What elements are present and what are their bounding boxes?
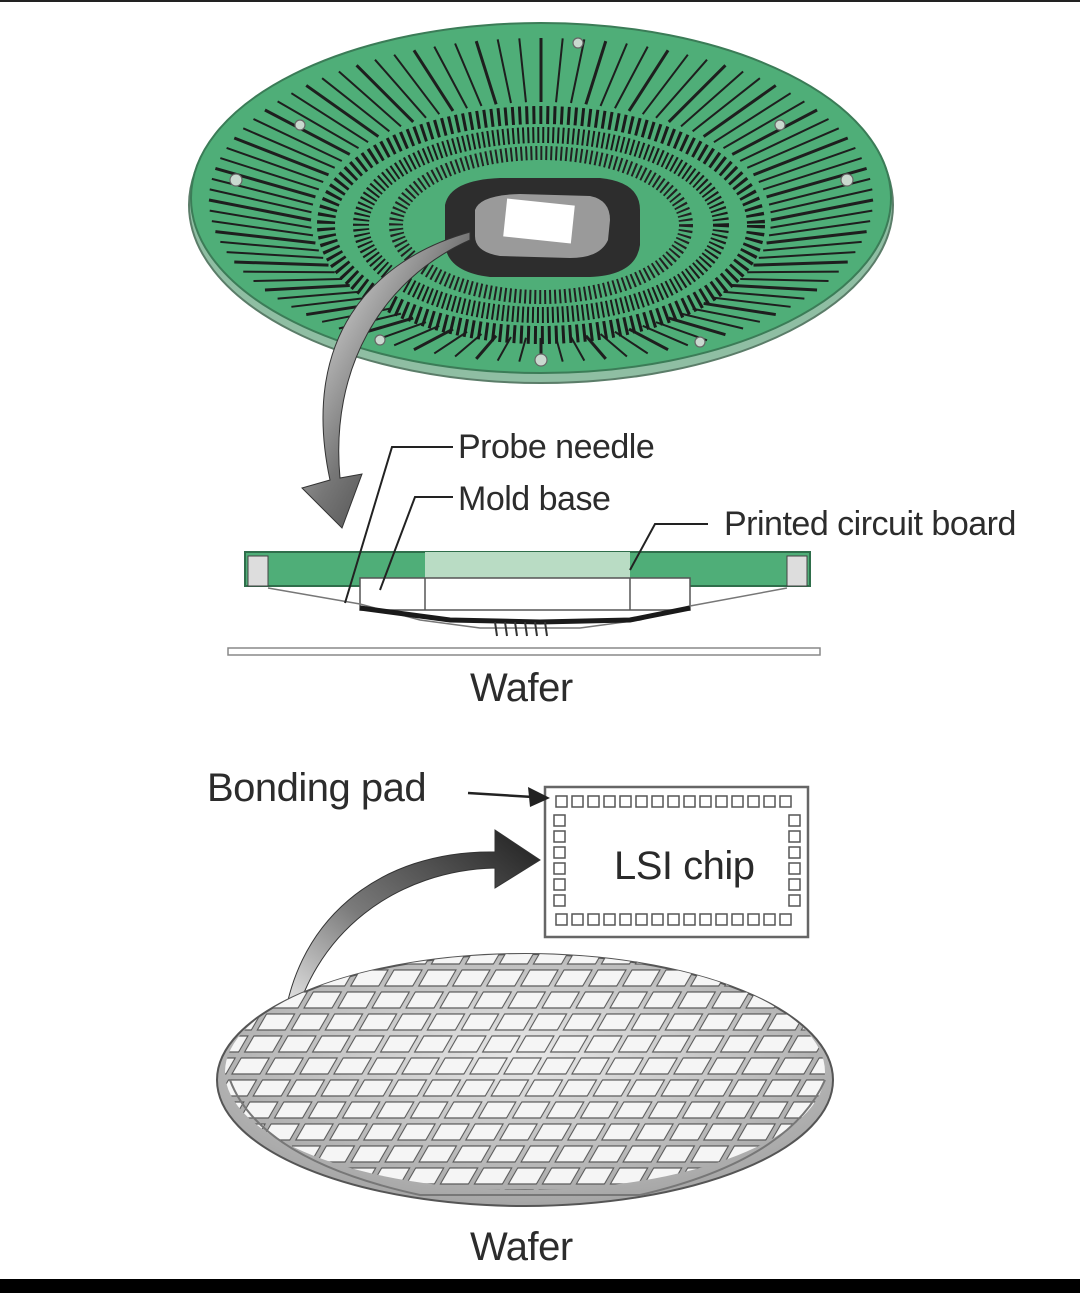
bonding-pad-pointer [467, 787, 550, 807]
zoom-arrow-top [301, 231, 471, 529]
label-printed-circuit-board: Printed circuit board [724, 505, 1016, 543]
label-bonding-pad: Bonding pad [207, 766, 427, 810]
bottom-bar [0, 1279, 1080, 1293]
label-wafer-bottom: Wafer [470, 1225, 573, 1269]
zoom-arrow-bottom [281, 829, 541, 1041]
wafer [216, 953, 834, 1207]
label-wafer-top: Wafer [470, 666, 573, 710]
leader-lines [344, 446, 708, 604]
probe-card-cross-section [227, 551, 821, 656]
lsi-chip [543, 785, 810, 939]
label-lsi-chip: LSI chip [614, 844, 755, 888]
label-mold-base: Mold base [458, 480, 611, 518]
label-probe-needle: Probe needle [458, 428, 655, 466]
probe-card-disk [188, 22, 894, 384]
top-border [0, 0, 1080, 2]
